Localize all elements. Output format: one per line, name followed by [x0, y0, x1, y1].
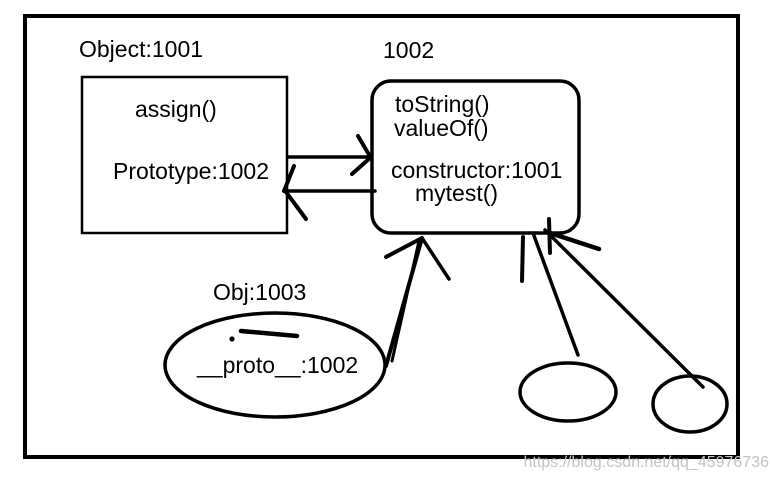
- object-box-line-prototype: Prototype:1002: [113, 158, 269, 184]
- object-box-line-assign: assign(): [135, 96, 217, 122]
- watermark: https://blog.csdn.net/qq_45976736: [523, 454, 769, 471]
- obj-ellipse-title: Obj:1003: [213, 279, 306, 305]
- prototype-box-line-mytest: mytest(): [415, 180, 498, 206]
- prototype-box-title: 1002: [383, 37, 434, 63]
- outer-border: [23, 14, 740, 459]
- object-box: [80, 75, 289, 235]
- empty-ellipse-left: [518, 361, 618, 423]
- obj-ellipse-label-proto: __proto__:1002: [196, 352, 358, 378]
- prototype-box-line-tostring: toString(): [395, 91, 490, 117]
- arrow-prototype-to-object: [282, 164, 377, 221]
- object-box-title: Object:1001: [79, 36, 203, 62]
- arrow-object-to-prototype: [286, 134, 373, 176]
- prototype-box-line-constructor: constructor:1001: [391, 157, 562, 183]
- scribble-mark: [229, 328, 300, 342]
- empty-ellipse-right: [651, 374, 729, 434]
- arrow-right-ellipse-to-prototype: [543, 228, 705, 389]
- prototype-box-line-valueof: valueOf(): [394, 115, 489, 141]
- arrow-obj1003-to-prototype: [384, 236, 451, 368]
